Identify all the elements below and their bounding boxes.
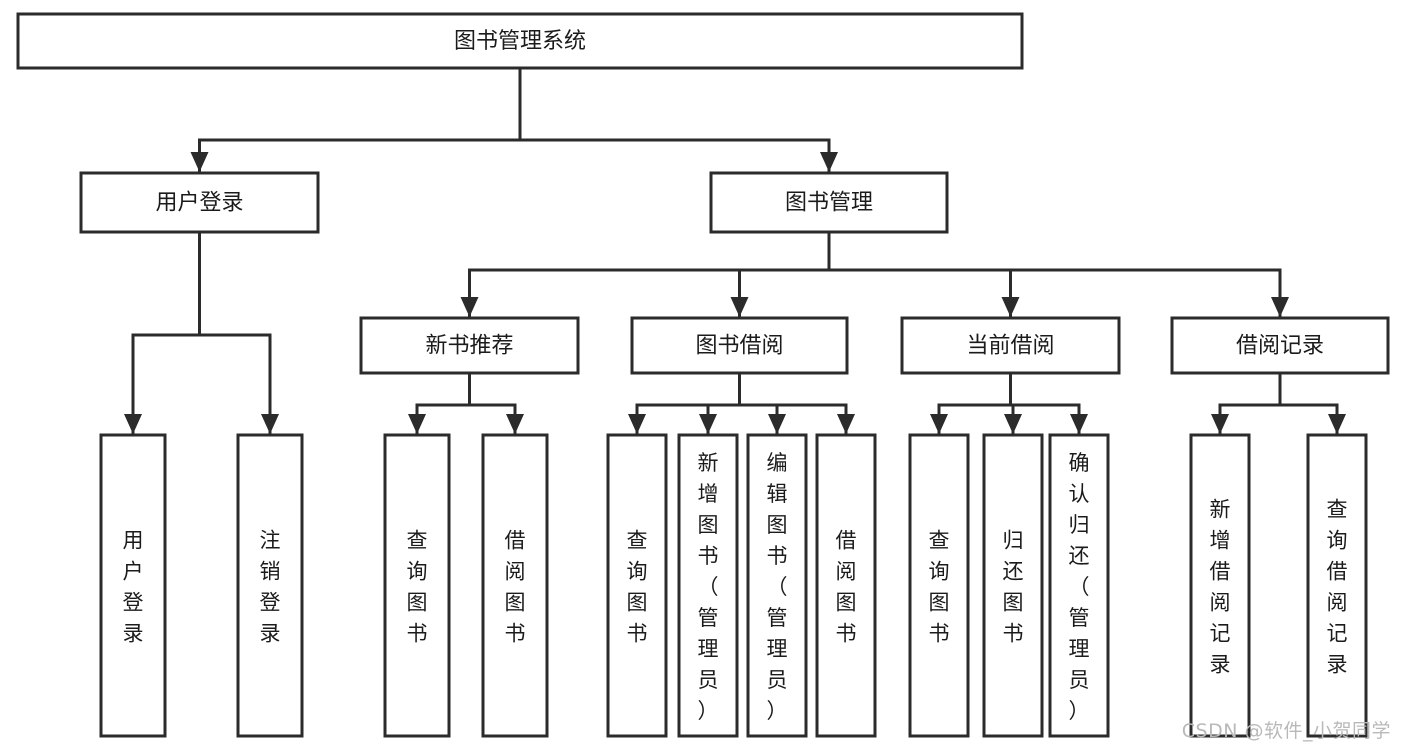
arrow-head-leaf-edit-book (768, 414, 786, 434)
arrow-head-book-manage (820, 152, 838, 172)
node-box-book-borrow (630, 316, 849, 375)
node-leaf-query-book-1[interactable]: 查询图书 (383, 433, 451, 738)
node-current-borrow[interactable]: 当前借阅 (900, 316, 1121, 375)
node-box-user-login (79, 171, 320, 234)
node-label-leaf-query-book-1: 查询图书 (407, 529, 428, 646)
node-leaf-add-book[interactable]: 新增图书（管理员） (677, 433, 739, 738)
node-label-leaf-edit-book: 编辑图书（管理员） (767, 451, 788, 723)
node-label-leaf-return-book: 归还图书 (1003, 529, 1024, 646)
node-leaf-confirm-return[interactable]: 确认归还（管理员） (1048, 433, 1110, 738)
node-box-leaf-borrow-book-2 (815, 433, 877, 738)
node-box-leaf-confirm-return (1048, 433, 1110, 738)
arrow-head-leaf-add-book (699, 414, 717, 434)
node-label-book-manage: 图书管理 (785, 191, 873, 216)
node-new-book-rec[interactable]: 新书推荐 (359, 316, 580, 375)
node-label-leaf-query-record: 查询借阅记录 (1327, 498, 1348, 677)
node-box-borrow-record (1170, 316, 1390, 375)
arrow-head-leaf-borrow-book-1 (506, 414, 524, 434)
arrow-head-leaf-query-record (1328, 414, 1346, 434)
arrow-head-leaf-query-book-2 (628, 414, 646, 434)
node-leaf-query-book-3[interactable]: 查询图书 (908, 433, 970, 738)
node-box-leaf-user-logout (236, 433, 304, 738)
node-leaf-add-record[interactable]: 新增借阅记录 (1189, 433, 1251, 738)
csdn-watermark: CSDN @软件_小贺同学 (1181, 720, 1391, 742)
node-leaf-query-record[interactable]: 查询借阅记录 (1306, 433, 1368, 738)
node-label-leaf-add-record: 新增借阅记录 (1210, 498, 1231, 677)
node-box-leaf-query-book-2 (606, 433, 668, 738)
node-label-book-borrow: 图书借阅 (695, 334, 783, 359)
node-box-leaf-return-book (982, 433, 1044, 738)
arrow-head-new-book-rec (460, 297, 479, 317)
node-box-leaf-query-book-3 (908, 433, 970, 738)
node-box-leaf-query-book-1 (383, 433, 451, 738)
node-box-leaf-add-book (677, 433, 739, 738)
node-box-leaf-query-record (1306, 433, 1368, 738)
node-label-leaf-confirm-return: 确认归还（管理员） (1069, 451, 1090, 723)
node-borrow-record[interactable]: 借阅记录 (1170, 316, 1390, 375)
arrow-head-leaf-user-logout (261, 414, 279, 434)
node-label-leaf-add-book: 新增图书（管理员） (698, 451, 719, 723)
node-box-current-borrow (900, 316, 1121, 375)
node-label-leaf-borrow-book-1: 借阅图书 (505, 529, 526, 646)
connectors-layer (124, 66, 1346, 436)
arrow-head-leaf-borrow-book-2 (837, 414, 855, 434)
node-label-borrow-record: 借阅记录 (1236, 334, 1324, 359)
arrow-head-leaf-add-record (1211, 414, 1229, 434)
arrow-head-user-login (190, 152, 209, 172)
node-root[interactable]: 图书管理系统 (16, 12, 1024, 70)
arrow-head-book-borrow (730, 297, 749, 317)
arrow-head-leaf-query-book-3 (930, 414, 948, 434)
arrow-head-leaf-return-book (1004, 414, 1022, 434)
node-label-new-book-rec: 新书推荐 (425, 334, 513, 359)
node-leaf-edit-book[interactable]: 编辑图书（管理员） (746, 433, 808, 738)
node-box-root (16, 12, 1024, 70)
node-label-leaf-query-book-2: 查询图书 (627, 529, 648, 646)
node-box-leaf-borrow-book-1 (481, 433, 549, 738)
nodes-layer: 图书管理系统用户登录图书管理新书推荐图书借阅当前借阅借阅记录用户登录注销登录查询… (16, 12, 1390, 738)
node-box-new-book-rec (359, 316, 580, 375)
node-label-current-borrow: 当前借阅 (966, 334, 1054, 359)
node-label-user-login: 用户登录 (155, 191, 243, 216)
node-box-leaf-edit-book (746, 433, 808, 738)
node-leaf-return-book[interactable]: 归还图书 (982, 433, 1044, 738)
node-box-leaf-user-login (99, 433, 167, 738)
node-label-root: 图书管理系统 (454, 29, 586, 54)
node-leaf-borrow-book-2[interactable]: 借阅图书 (815, 433, 877, 738)
arrow-head-leaf-query-book-1 (408, 414, 426, 434)
node-label-leaf-query-book-3: 查询图书 (929, 529, 950, 646)
arrow-head-borrow-record (1271, 297, 1289, 317)
arrow-head-leaf-user-login (124, 414, 142, 434)
arrow-head-current-borrow (1001, 297, 1020, 317)
node-leaf-user-login[interactable]: 用户登录 (99, 433, 167, 738)
node-user-login[interactable]: 用户登录 (79, 171, 320, 234)
node-box-leaf-add-record (1189, 433, 1251, 738)
node-label-leaf-user-logout: 注销登录 (260, 529, 281, 646)
node-book-manage[interactable]: 图书管理 (709, 171, 949, 234)
node-label-leaf-user-login: 用户登录 (123, 529, 144, 646)
node-leaf-user-logout[interactable]: 注销登录 (236, 433, 304, 738)
node-leaf-query-book-2[interactable]: 查询图书 (606, 433, 668, 738)
arrow-head-leaf-confirm-return (1070, 414, 1088, 434)
node-box-book-manage (709, 171, 949, 234)
node-leaf-borrow-book-1[interactable]: 借阅图书 (481, 433, 549, 738)
node-book-borrow[interactable]: 图书借阅 (630, 316, 849, 375)
node-label-leaf-borrow-book-2: 借阅图书 (836, 529, 857, 646)
